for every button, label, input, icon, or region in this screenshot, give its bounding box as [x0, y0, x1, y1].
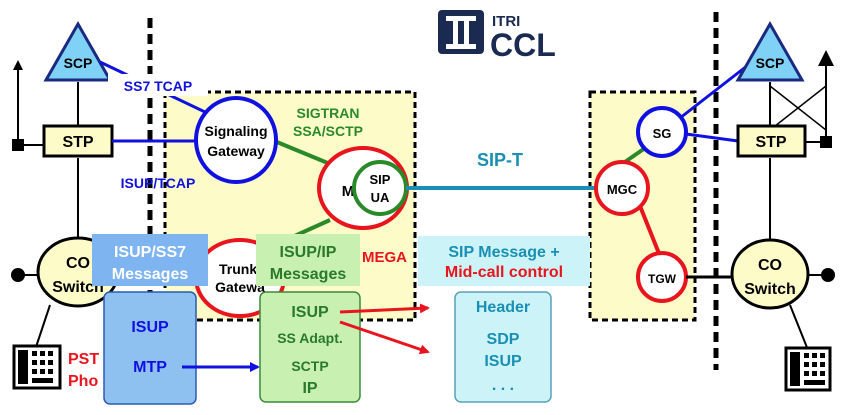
sg-node-right: SG — [636, 106, 688, 158]
telephone-right-icon — [784, 346, 832, 392]
scp-right-label: SCP — [756, 55, 785, 71]
sip-message-label: SIP Message + Mid-call control — [418, 236, 590, 286]
co-switch-right-line1: CO — [758, 257, 782, 274]
ip-protocol-stack: ISUP SS Adapt. SCTP IP — [259, 291, 361, 403]
signaling-gateway-line1: Signaling — [205, 123, 268, 139]
pstn-label-line1: PST — [68, 351, 99, 368]
left-node-square — [12, 139, 24, 151]
co-switch-right-line2: Switch — [744, 281, 796, 298]
mega-label: MEGA — [362, 249, 407, 266]
telephone-left-icon — [12, 344, 62, 390]
mgc-left-label: M — [342, 183, 355, 200]
isup-ip-messages-label: ISUP/IP Messages — [256, 234, 360, 286]
ss7-stack-layer: MTP — [133, 359, 167, 376]
sip-stack-part: ISUP — [484, 353, 522, 370]
tgw-right-label: TGW — [648, 272, 677, 286]
sip-stack-part: Header — [476, 299, 530, 316]
ss7-stack-layer: ISUP — [131, 319, 169, 336]
stp-left-label: STP — [62, 134, 93, 151]
mgc-right-label: MGC — [607, 182, 638, 197]
trunking-gateway-line2: Gatewa — [215, 279, 265, 295]
sip-t-label: SIP-T — [477, 150, 523, 170]
sip-stack-part: . . . — [492, 377, 514, 394]
logo-brand-text: CCL — [490, 27, 556, 63]
isup-ss7-line1: ISUP/SS7 — [114, 244, 186, 261]
isup-to-header-arrow — [339, 303, 430, 314]
mgc-to-tgw-right-link — [638, 205, 662, 257]
right-signal-arrow — [818, 50, 834, 66]
ss7-tcap-label: SS7 TCAP — [124, 78, 192, 94]
mgc-node-right: MGC — [594, 160, 650, 216]
isup-tcap-label: ISUP/TCAP — [121, 175, 196, 191]
sip-message-line2: Mid-call control — [445, 264, 563, 281]
sip-ua-line1: SIP — [370, 172, 391, 187]
scp-left-label: SCP — [64, 55, 93, 71]
sip-message-line1: SIP Message + — [448, 244, 559, 261]
signaling-gateway-node: Signaling Gateway — [194, 96, 278, 184]
stp-left: STP — [42, 124, 114, 158]
itri-ccl-logo: ITRI CCL — [438, 10, 556, 63]
isup-to-sdp-arrow — [339, 320, 430, 355]
pstn-label-line2: Pho — [68, 373, 98, 390]
co-switch-left-line2: Switch — [52, 279, 104, 296]
ip-stack-layer: SCTP — [291, 358, 328, 374]
isup-ip-line2: Messages — [270, 266, 347, 283]
sip-ua-line2: UA — [371, 190, 390, 205]
ip-stack-layer: IP — [302, 380, 317, 397]
sg-to-mgc-link — [271, 138, 336, 168]
sigtran-label-line1: SIGTRAN — [297, 105, 360, 121]
isup-ss7-line2: Messages — [112, 266, 189, 283]
scp-left: SCP — [43, 20, 113, 82]
sigtran-label-line2: SSA/SCTP — [293, 123, 363, 139]
sg-to-scp-right-link — [679, 60, 753, 120]
ss7-protocol-stack: ISUP MTP — [103, 291, 197, 405]
signaling-gateway-line2: Gateway — [207, 143, 265, 159]
left-trunk-dot — [11, 268, 25, 282]
trunking-gateway-line1: Trunki — [219, 261, 261, 277]
co-switch-right: CO Switch — [730, 238, 810, 310]
isup-ip-line1: ISUP/IP — [280, 244, 337, 261]
sip-message-stack: Header SDP ISUP . . . — [454, 291, 552, 403]
ip-stack-layer: SS Adapt. — [277, 330, 343, 346]
stp-right-label: STP — [755, 134, 786, 151]
tgw-node-right: TGW — [636, 251, 688, 303]
sip-ua-node: SIP UA — [352, 160, 408, 216]
sg-right-label: SG — [653, 126, 672, 141]
scp-right: SCP — [735, 20, 805, 82]
sip-stack-part: SDP — [487, 331, 520, 348]
right-node-square — [820, 136, 832, 148]
isup-ss7-messages-label: ISUP/SS7 Messages — [92, 234, 208, 286]
right-trunk-dot — [821, 268, 835, 282]
sg-to-stp-right-link — [685, 132, 739, 143]
logo-org-text: ITRI — [492, 13, 520, 30]
stp-right: STP — [736, 124, 807, 158]
ip-stack-layer: ISUP — [291, 304, 329, 321]
co-switch-left-line1: CO — [66, 255, 90, 272]
